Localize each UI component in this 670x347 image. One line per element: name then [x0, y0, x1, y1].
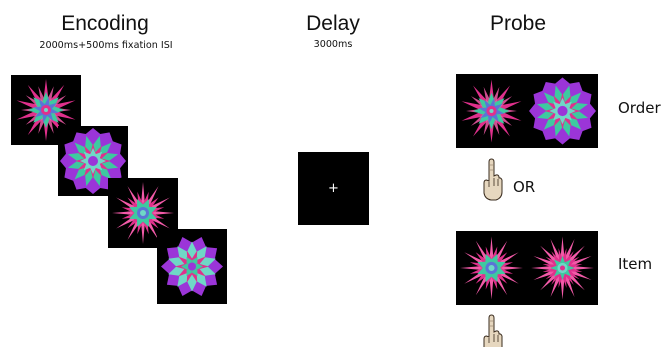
encoding-subtitle: 2000ms+500ms fixation ISI	[20, 41, 192, 51]
item-label: Item	[618, 257, 652, 272]
delay-subtitle: 3000ms	[293, 40, 373, 50]
kaleidoscope-star-thin	[456, 74, 527, 148]
kaleidoscope-purple-ring	[527, 74, 598, 148]
encoding-title: Encoding	[55, 13, 155, 34]
kaleidoscope-purple-flower	[157, 229, 227, 304]
encoding-stimulus-4	[157, 229, 227, 304]
order-label: Order	[618, 101, 661, 116]
kaleidoscope-star-spiky	[527, 231, 598, 305]
or-label: OR	[513, 180, 535, 195]
kaleidoscope-star-sharp	[456, 231, 527, 305]
delay-title: Delay	[293, 13, 373, 34]
pointing-hand-icon	[482, 314, 504, 347]
probe-item-display	[456, 231, 598, 305]
probe-order-display	[456, 74, 598, 148]
delay-screen: +	[298, 152, 369, 225]
probe-title: Probe	[478, 13, 558, 34]
pointing-hand-icon	[482, 158, 504, 202]
fixation-cross: +	[298, 152, 369, 225]
